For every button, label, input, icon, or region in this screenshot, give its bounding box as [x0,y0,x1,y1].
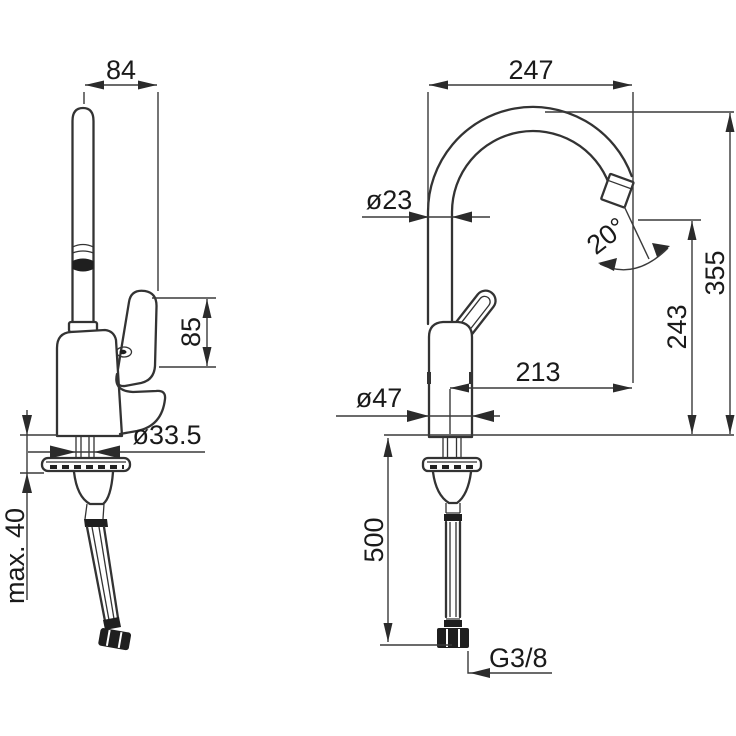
hose-nut-front [437,628,469,648]
base-washer-front [421,456,483,473]
faucet-body-front [427,320,474,439]
dimension-max-deck-thickness: max. 40 [0,410,58,604]
supply-hose-front [431,470,473,648]
dimension-body-diameter: ø47 [336,383,500,422]
dim-500-label: 500 [359,517,389,562]
dimension-spout-tube-diameter: ø23 [362,185,490,223]
dim-84-label: 84 [106,55,136,85]
dim-max-deck-label: max. 40 [0,508,30,604]
aerator-tip [600,172,635,209]
gooseneck-spout [426,105,633,326]
hose-nut-side [98,628,132,651]
dim-85-label: 85 [176,317,206,347]
dim-213-label: 213 [515,357,560,387]
handle-lever-side [115,289,158,388]
mounting-shank-side [75,437,95,457]
spout-tube-side [67,106,99,334]
dimension-500: 500 [359,438,452,646]
dimension-213: 213 [449,357,632,434]
faucet-front-view [421,105,635,648]
dim-o47-label: ø47 [356,383,403,413]
dimension-84: 84 [83,55,159,291]
faucet-body-side [55,328,167,438]
dim-g38-label: G3/8 [489,643,548,673]
dim-243-label: 243 [662,304,692,349]
dimension-243: 243 [638,219,701,434]
dim-20deg-label: 20° [581,212,632,261]
dim-o23-label: ø23 [366,185,413,215]
faucet-side-view [40,106,167,651]
base-washer-side [40,456,132,473]
dimension-247: 247 [427,55,634,383]
supply-hose-side [72,470,132,651]
dimension-connection-thread: G3/8 [467,643,552,678]
dimension-shank-diameter: ø33.5 [28,420,205,459]
dimension-85: 85 [152,297,216,368]
dimension-355: 355 [545,111,735,434]
dim-247-label: 247 [508,55,553,85]
dim-shank-diameter-label: ø33.5 [132,420,201,450]
mounting-shank-front [442,438,462,457]
dimension-outlet-angle: 20° [581,205,670,271]
dim-355-label: 355 [700,250,730,295]
